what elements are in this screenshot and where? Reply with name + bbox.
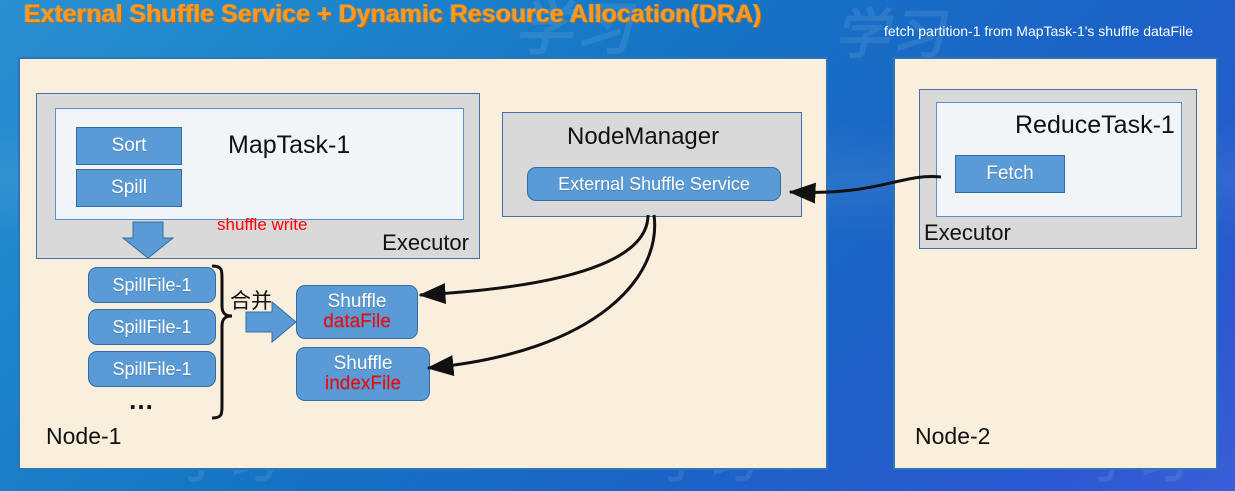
- node-2-panel: Node-2 Executor ReduceTask-1 Fetch: [893, 57, 1218, 470]
- fetch-caption: fetch partition-1 from MapTask-1's shuff…: [884, 23, 1193, 39]
- page-title: External Shuffle Service + Dynamic Resou…: [24, 0, 762, 28]
- reducetask-1-box: ReduceTask-1 Fetch: [936, 102, 1182, 217]
- spill-stage-button[interactable]: Spill: [76, 169, 182, 207]
- shuffle-indexfile-box[interactable]: Shuffle indexFile: [296, 347, 430, 401]
- spillfile-1-box[interactable]: SpillFile-1: [88, 351, 216, 387]
- shuffle-write-annotation: shuffle write: [217, 215, 308, 234]
- nodemanager-box: NodeManager External Shuffle Service: [502, 112, 802, 217]
- shuffle-datafile-line2: dataFile: [323, 311, 391, 332]
- node-1-executor-label: Executor: [382, 230, 469, 255]
- merge-label: 合并: [230, 290, 272, 313]
- fetch-stage-button[interactable]: Fetch: [955, 155, 1065, 193]
- node-2-executor-label: Executor: [924, 220, 1011, 245]
- spillfile-1-box[interactable]: SpillFile-1: [88, 267, 216, 303]
- sort-stage-button[interactable]: Sort: [76, 127, 182, 165]
- shuffle-datafile-box[interactable]: Shuffle dataFile: [296, 285, 418, 339]
- node-1-label: Node-1: [46, 423, 122, 449]
- external-shuffle-service-button[interactable]: External Shuffle Service: [527, 167, 781, 201]
- spillfile-1-box[interactable]: SpillFile-1: [88, 309, 216, 345]
- nodemanager-title: NodeManager: [567, 123, 720, 150]
- node-2-executor-box: Executor ReduceTask-1 Fetch: [919, 89, 1197, 249]
- spillfile-ellipsis: …: [128, 385, 157, 415]
- maptask-1-title: MapTask-1: [228, 131, 351, 159]
- shuffle-indexfile-line2: indexFile: [324, 373, 402, 394]
- reducetask-1-title: ReduceTask-1: [1015, 111, 1175, 139]
- maptask-1-box: MapTask-1 Sort Spill: [55, 108, 464, 220]
- node-1-executor-box: Executor MapTask-1 Sort Spill shuffle wr…: [36, 93, 480, 259]
- node-2-label: Node-2: [915, 423, 991, 449]
- shuffle-indexfile-line1: Shuffle: [333, 352, 393, 374]
- shuffle-datafile-line1: Shuffle: [327, 290, 387, 312]
